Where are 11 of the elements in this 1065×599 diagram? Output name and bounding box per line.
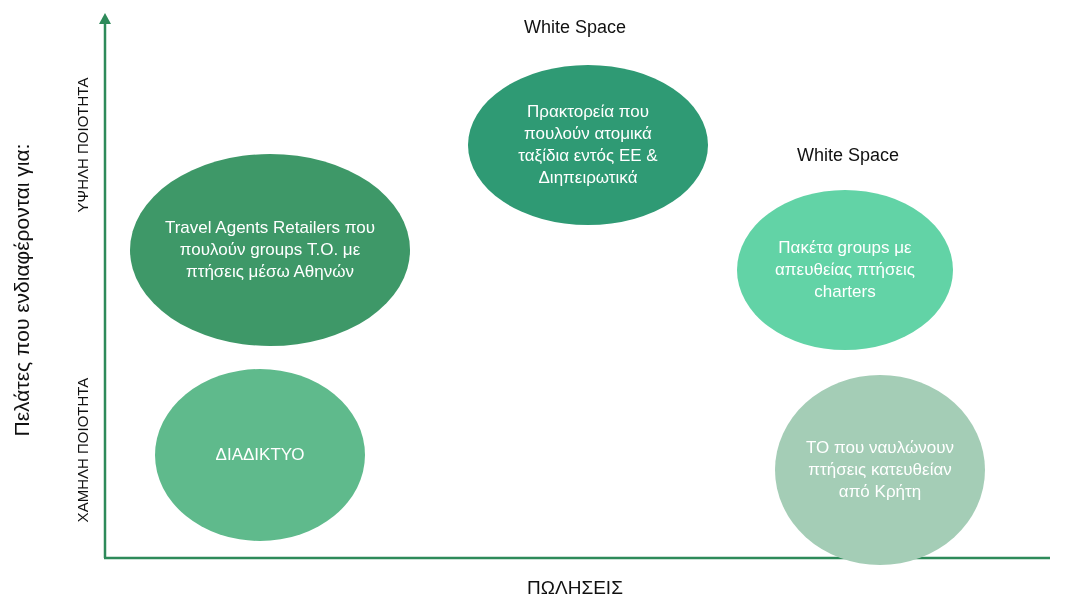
ellipse-label: Travel Agents Retailers που πουλούν groups Τ.Ο. με πτήσεις μέσω Αθηνών	[163, 216, 377, 284]
ellipse-label: ΤΟ που ναυλώνουν πτήσεις κατευθείαν από Κρήτη	[805, 436, 955, 504]
region-label: White Space	[523, 16, 627, 38]
ellipse-label: ΔΙΑΔΙΚΤΥΟ	[215, 443, 305, 466]
y-axis-label: ΧΑΜΗΛΗ ΠΟΙΟΤΗΤΑ	[73, 377, 91, 523]
y-axis-label: Πελάτες που ενδιαφέρονται για:	[10, 143, 34, 437]
ellipse-label: Πακέτα groups με απευθείας πτήσεις charters	[774, 236, 916, 304]
ellipse-label: Πρακτορεία που πουλούν ατομικά ταξίδια εντός ΕΕ & Διηπειρωτικά	[517, 100, 659, 190]
y-axis-label: ΥΨΗΛΗ ΠΟΙΟΤΗΤΑ	[73, 77, 91, 213]
x-axis-label: ΠΩΛΗΣΕΙΣ	[527, 577, 623, 599]
region-label: White Space	[796, 144, 900, 166]
